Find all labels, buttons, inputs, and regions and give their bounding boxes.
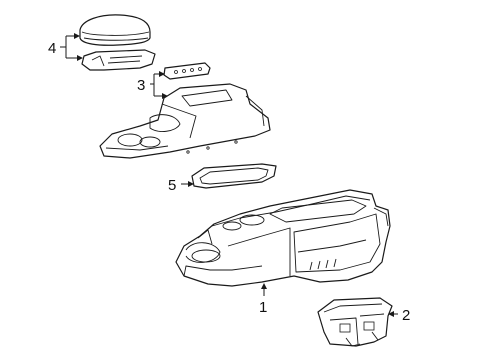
console-top-part[interactable] xyxy=(99,83,271,159)
callout-1-leader xyxy=(261,283,267,296)
callout-5: 5 xyxy=(168,177,176,194)
callout-3-leader xyxy=(150,71,168,99)
mounting-bracket-part[interactable] xyxy=(317,297,393,347)
gasket-part[interactable] xyxy=(191,163,277,189)
callout-4: 4 xyxy=(48,40,56,57)
callout-5-leader xyxy=(181,181,194,187)
armrest-lid-part[interactable] xyxy=(79,14,151,46)
floor-console-part[interactable] xyxy=(175,189,391,287)
callout-1: 1 xyxy=(259,299,267,316)
callout-2: 2 xyxy=(402,307,410,324)
callout-4-leader xyxy=(60,33,83,61)
trim-strip-part[interactable] xyxy=(163,62,211,80)
callout-2-leader xyxy=(388,311,398,317)
armrest-hinge-part[interactable] xyxy=(81,49,156,71)
callout-3: 3 xyxy=(137,77,145,94)
